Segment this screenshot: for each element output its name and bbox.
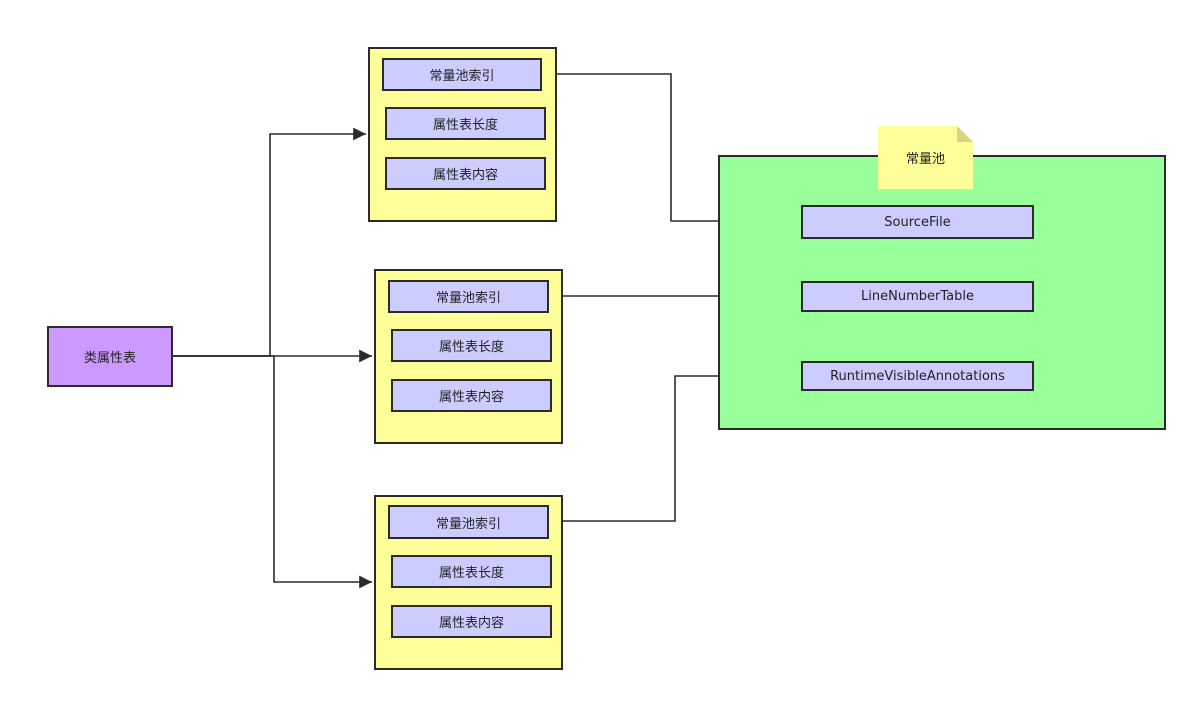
attribute-1-content-label: 属性表内容 xyxy=(432,168,498,183)
linenumbertable-label: LineNumberTable xyxy=(861,289,974,304)
note-fold-corner xyxy=(957,126,973,142)
attribute-2-content-label: 属性表内容 xyxy=(438,390,504,405)
attribute-1-length-field: 属性表长度 xyxy=(385,107,546,140)
constant-pool-title: 常量池 xyxy=(905,152,945,167)
attribute-3-index-label: 常量池索引 xyxy=(435,516,501,532)
attribute-3-length-label: 属性表长度 xyxy=(438,566,504,581)
attribute-1-content-field: 属性表内容 xyxy=(385,157,546,190)
attribute-3-index-field: 常量池索引 xyxy=(388,505,549,539)
attribute-2-index-field: 常量池索引 xyxy=(388,280,549,313)
connector-root-to-attribute-3 xyxy=(173,355,372,589)
attribute-1-length-label: 属性表长度 xyxy=(432,118,498,133)
attribute-1-index-field: 常量池索引 xyxy=(382,58,542,91)
runtimevisibleannotations-label: RuntimeVisibleAnnotations xyxy=(830,368,1005,384)
attribute-2-index-label: 常量池索引 xyxy=(435,291,501,306)
attribute-2-content-field: 属性表内容 xyxy=(391,379,552,412)
attribute-1-index-label: 常量池索引 xyxy=(429,69,495,84)
root-label: 类属性表 xyxy=(83,351,136,366)
root-class-attribute-table: 类属性表 xyxy=(47,326,173,387)
attribute-3-length-field: 属性表长度 xyxy=(391,555,552,588)
constant-pool-note: 常量池 xyxy=(878,126,973,189)
constant-pool-entry-sourcefile: SourceFile xyxy=(801,205,1034,239)
connector-root-to-attribute-1 xyxy=(173,127,366,357)
sourcefile-label: SourceFile xyxy=(884,214,951,230)
attribute-3-content-field: 属性表内容 xyxy=(391,605,552,638)
attribute-2-length-field: 属性表长度 xyxy=(391,329,552,362)
constant-pool-entry-linenumbertable: LineNumberTable xyxy=(801,281,1034,312)
attribute-3-content-label: 属性表内容 xyxy=(438,616,504,631)
constant-pool-entry-runtimevisibleannotations: RuntimeVisibleAnnotations xyxy=(801,361,1034,391)
attribute-2-length-label: 属性表长度 xyxy=(438,340,504,355)
